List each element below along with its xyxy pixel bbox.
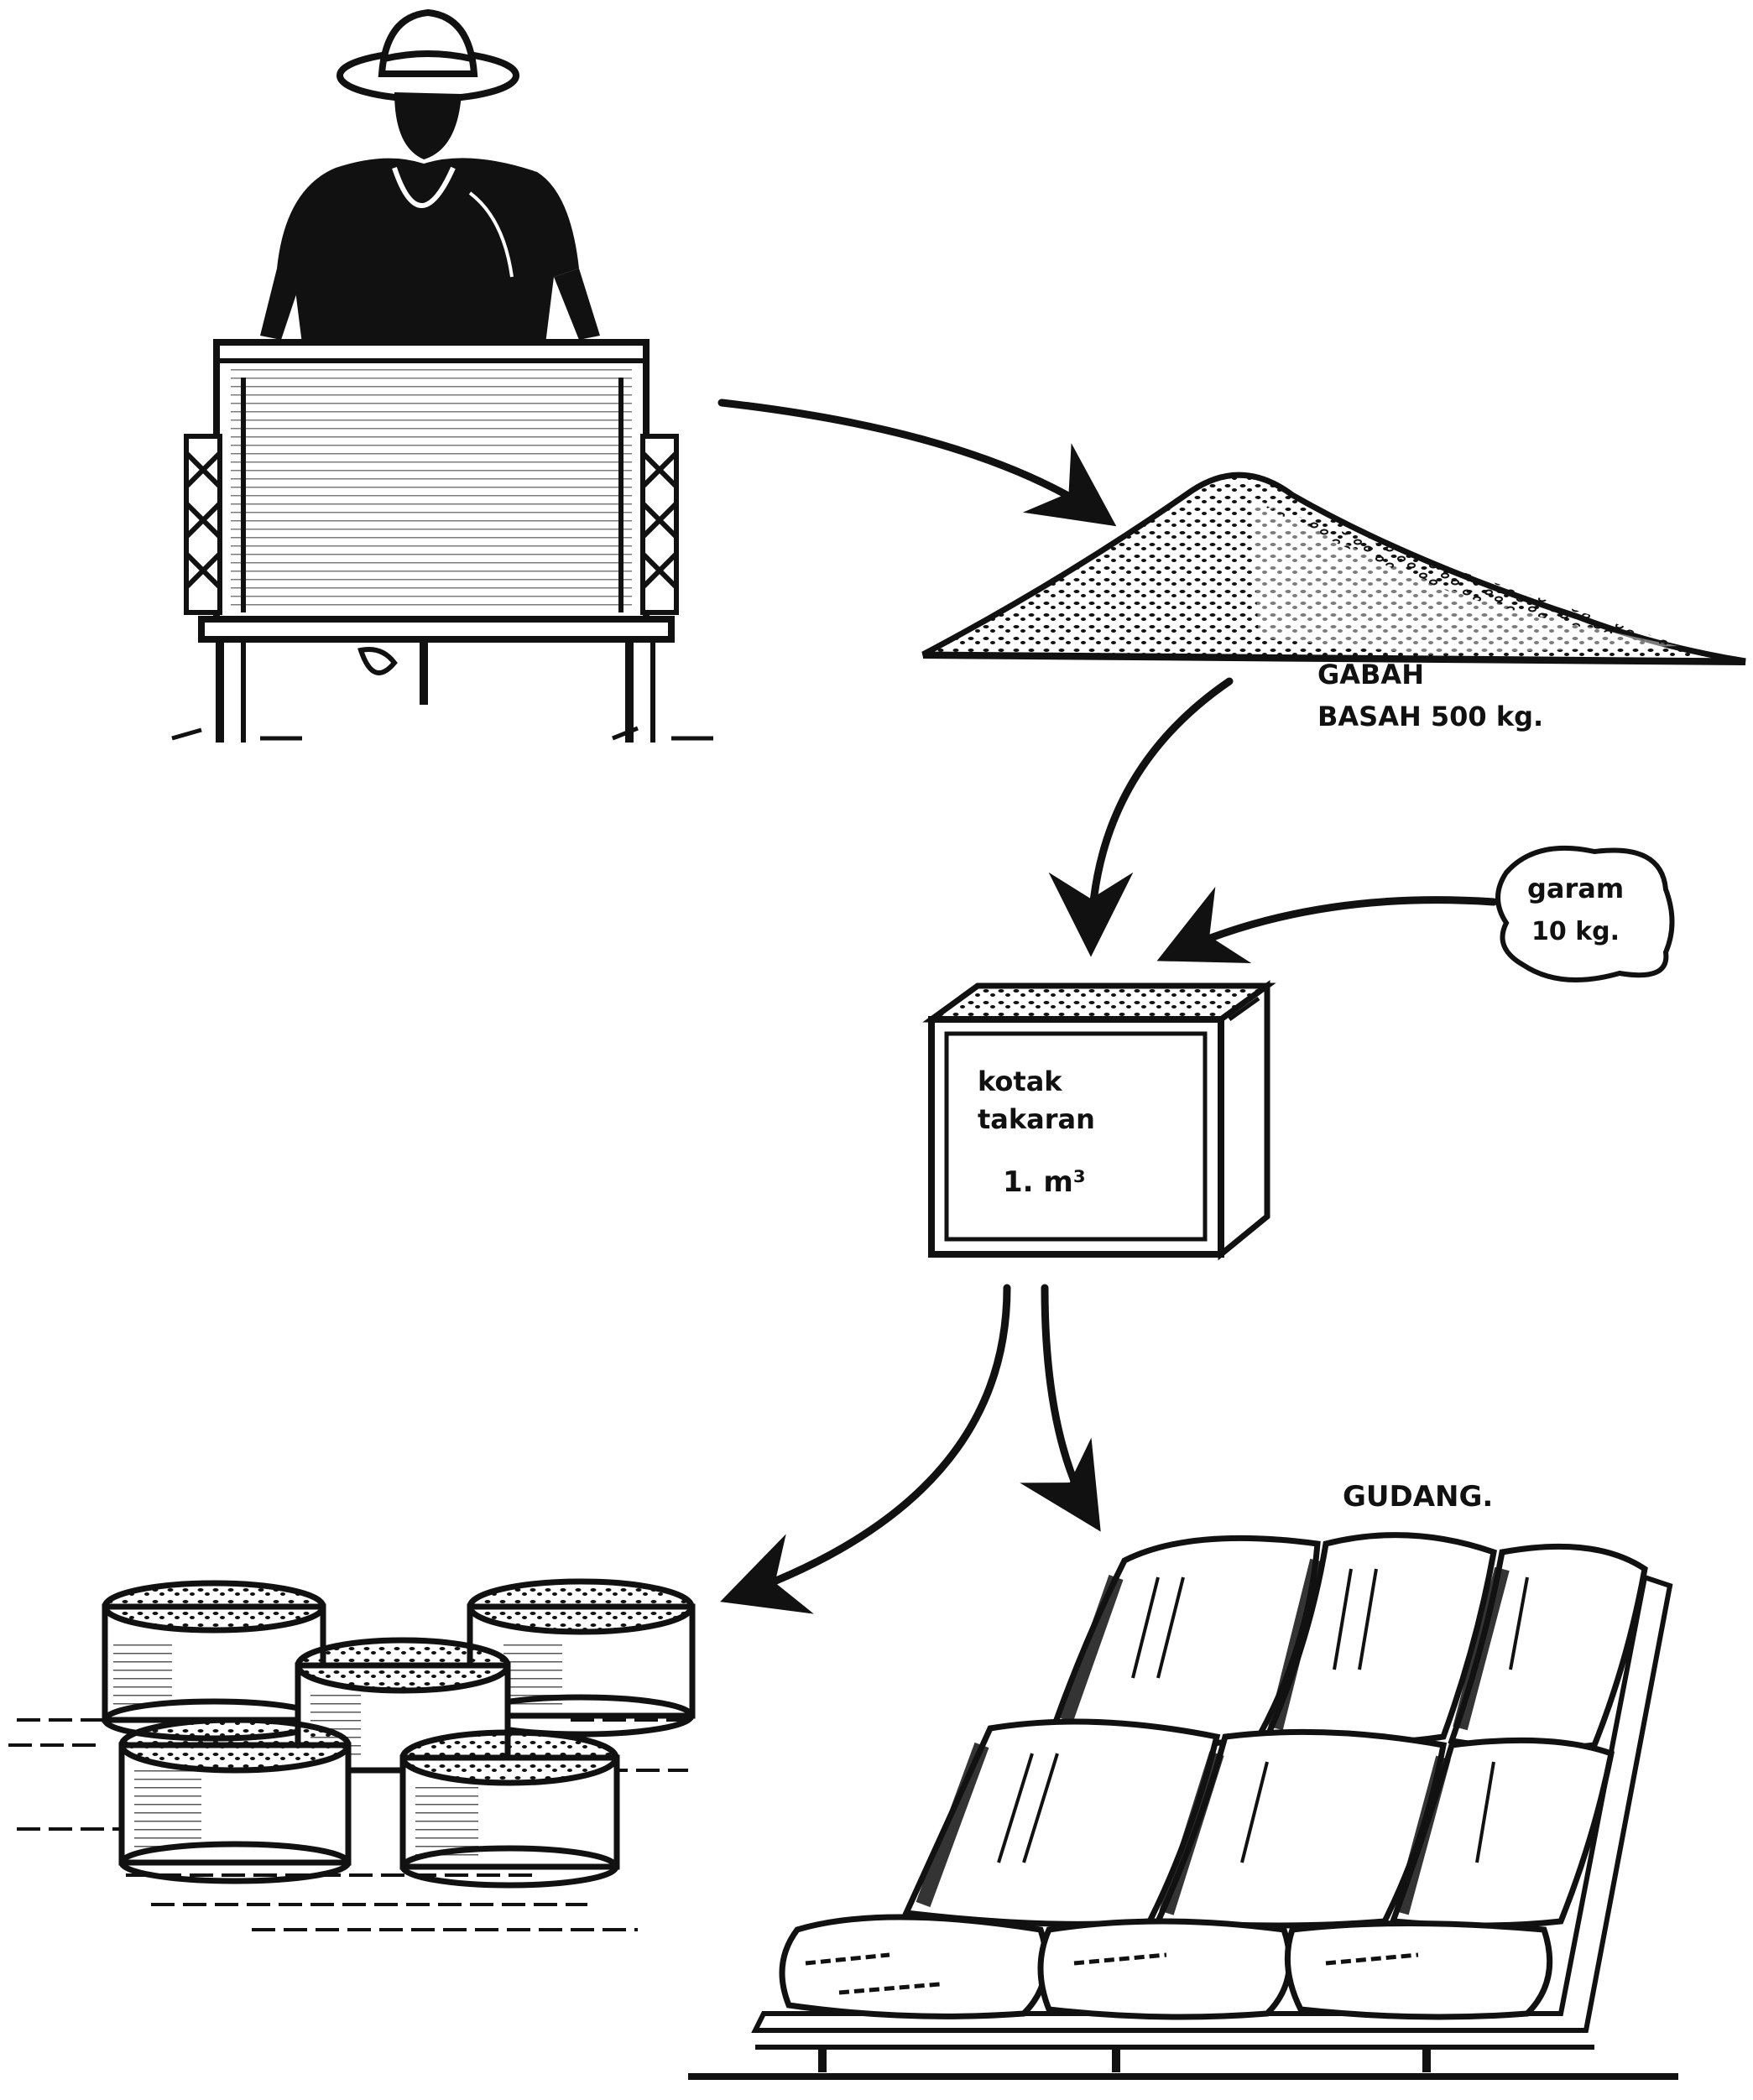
box-label-line2: takaran	[978, 1103, 1095, 1135]
arrow-box-to-warehouse	[1045, 1288, 1095, 1523]
grain-pile	[923, 475, 1745, 663]
farmer-head	[394, 92, 462, 159]
threshing-box	[172, 342, 713, 743]
baskets-illustration	[8, 1582, 692, 1930]
box-label-line1: kotak	[978, 1066, 1062, 1097]
box-label-line3: 1. m³	[1003, 1165, 1086, 1199]
arrow-threshing-to-pile	[722, 403, 1108, 520]
farmer-torso	[277, 158, 579, 344]
basket-1	[105, 1583, 323, 1738]
basket-5	[403, 1733, 617, 1885]
farmer-right-arm	[554, 268, 600, 340]
sack-middle-row	[906, 1722, 1611, 1925]
farmer-threshing-illustration	[172, 13, 713, 743]
sack-top-row	[1049, 1535, 1645, 1748]
farmer-hat	[340, 13, 516, 99]
warehouse-sacks-illustration	[688, 1535, 1678, 2077]
pile-label-line2: BASAH 500 kg.	[1317, 701, 1543, 732]
arrow-pile-to-box	[1091, 681, 1229, 946]
warehouse-label: GUDANG.	[1343, 1480, 1493, 1514]
basket-4	[122, 1720, 348, 1881]
arrow-box-to-baskets	[730, 1288, 1007, 1598]
salt-bubble: garam 10 kg.	[1498, 848, 1672, 980]
farmer-left-arm	[260, 268, 302, 340]
measuring-box: kotak takaran 1. m³	[931, 986, 1267, 1254]
sack-bottom-row	[782, 1917, 1550, 2017]
salt-label-line2: 10 kg.	[1531, 917, 1620, 946]
arrow-salt-to-box	[1166, 900, 1494, 956]
salt-label-line1: garam	[1527, 873, 1624, 904]
pile-label-line1: GABAH	[1317, 659, 1424, 690]
